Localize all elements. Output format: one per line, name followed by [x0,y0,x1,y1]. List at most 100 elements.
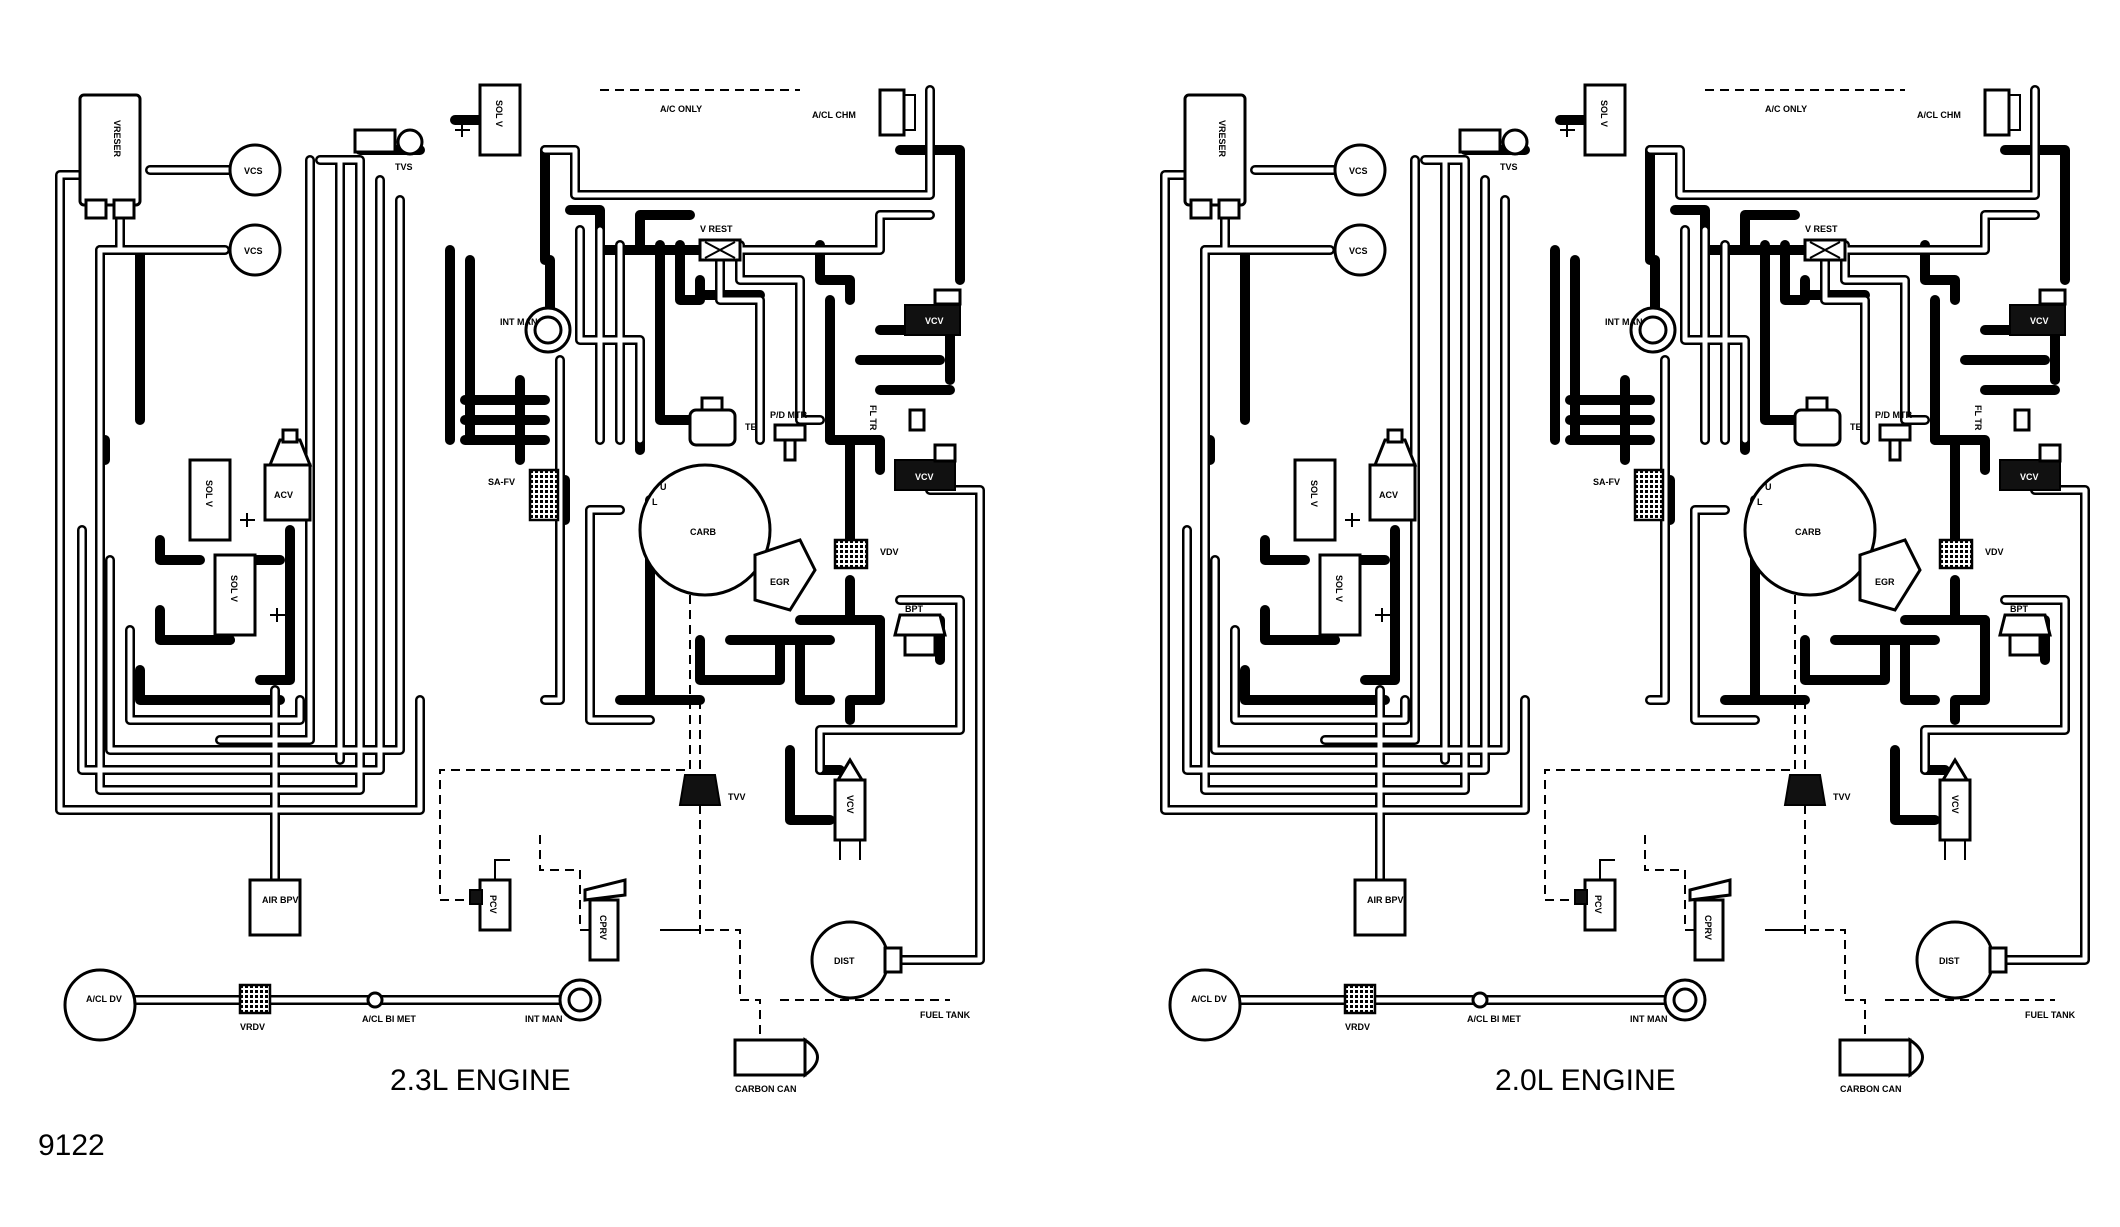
component-shape [84,198,108,220]
component-shape [1988,946,2008,974]
component-shape [528,468,560,522]
component-shape [883,946,903,974]
component-shape [2038,288,2067,306]
figure-number: 9122 [38,1129,105,1162]
label-sol-v: SOL V [1309,480,1319,507]
label-air-bpv: AIR BPV [262,895,299,905]
label-pcv: PCV [1593,895,1603,914]
component-shape [78,93,142,207]
label-ac-only: A/C ONLY [660,104,702,114]
label-sa-fv: SA-FV [1593,477,1620,487]
label-vcv: VCV [925,316,944,326]
component-shape [1633,468,1665,522]
label-vrdv: VRDV [240,1022,265,1032]
component-shape [583,878,627,902]
component-shape [2038,443,2062,463]
label-pcv: PCV [488,895,498,914]
label-vcs: VCS [1349,246,1368,256]
component-shape [366,991,384,1009]
component-shape [1333,223,1387,277]
component-shape [1938,778,1972,842]
component-shape [753,538,817,612]
svg-text:U: U [1765,482,1772,492]
component-shape [188,458,232,542]
component-shape [783,438,797,462]
component-shape [733,1038,807,1077]
component-shape [1743,463,1877,597]
component-shape [688,408,737,447]
component-shape [281,428,299,444]
label-fl-tr: FL TR [1973,405,1983,431]
label-air-bpv: AIR BPV [1367,895,1404,905]
component-shape [700,396,724,412]
component-shape [1333,143,1387,197]
label-sol-v: SOL V [1599,100,1609,127]
label-vcv: VCV [2020,472,2039,482]
component-shape [267,438,313,467]
label-vcs: VCS [244,166,263,176]
label-tvs: TVS [395,162,413,172]
component-shape [238,983,272,1015]
label-acl-chm: A/CL CHM [1917,110,1961,120]
label-vcv: VCV [1950,795,1960,814]
label-tvv: TVV [1833,792,1851,802]
label-acv: ACV [1379,490,1398,500]
component-shape [1183,93,1247,207]
component-shape [533,315,563,345]
label-sol-v: SOL V [494,100,504,127]
component-shape [1501,128,1529,156]
component-shape [567,987,593,1013]
label-carb: CARB [690,527,716,537]
label-dist: DIST [1939,956,1960,966]
label-acl-bimet: A/CL BI MET [362,1014,416,1024]
label-acl-bimet: A/CL BI MET [1467,1014,1521,1024]
label-vcs: VCS [1349,166,1368,176]
label-cprv: CPRV [1703,915,1713,940]
label-vrdv: VRDV [1345,1022,1370,1032]
label-vcv: VCV [845,795,855,814]
component-shape [1999,459,2061,491]
label-v-rest: V REST [700,224,733,234]
label-fuel-tank: FUEL TANK [2025,1010,2076,1020]
label-vreser: VRESER [1217,120,1227,158]
diagram-2-0l-engine: VRESER VCS VCS TVS SOL V A/C ONLY A/CL C… [1160,83,2090,1094]
label-vreser: VRESER [112,120,122,158]
component-shape [1983,88,2011,137]
component-shape [396,128,424,156]
svg-text:L: L [1757,497,1763,507]
component-shape [1583,83,1627,157]
component-shape [1858,538,1922,612]
component-shape [1293,458,1337,542]
component-shape [833,538,869,570]
component-shape [678,774,722,806]
label-int-man: INT MAN [525,1014,563,1024]
component-shape [1998,613,2052,637]
component-shape [1471,991,1489,1009]
component-shape [2009,304,2066,336]
label-te: TE [745,422,757,432]
label-carb: CARB [1795,527,1821,537]
component-shape [1168,968,1242,1042]
component-shape [1189,198,1213,220]
label-vcv: VCV [2030,316,2049,326]
component-shape [248,878,302,937]
label-sol-v: SOL V [229,575,239,602]
component-shape [353,128,397,154]
label-acl-dv: A/CL DV [86,994,122,1004]
label-int-man: INT MAN [500,317,538,327]
diagram-2-3l-engine: VRESER VCS VCS TVS SOL V A/C ONLY A/CL C… [55,83,985,1094]
component-shape [1940,757,1970,782]
label-vcs: VCS [244,246,263,256]
schematic: VRESER VCS VCS TVS SOL V A/C ONLY A/CL C… [55,83,985,1094]
label-fl-tr: FL TR [868,405,878,431]
label-v-rest: V REST [1805,224,1838,234]
svg-text:L: L [652,497,658,507]
label-cprv: CPRV [598,915,608,940]
component-shape [263,463,312,522]
component-shape [1672,987,1698,1013]
component-shape [469,889,483,905]
component-shape [63,968,137,1042]
label-tvv: TVV [728,792,746,802]
component-shape [835,757,865,782]
